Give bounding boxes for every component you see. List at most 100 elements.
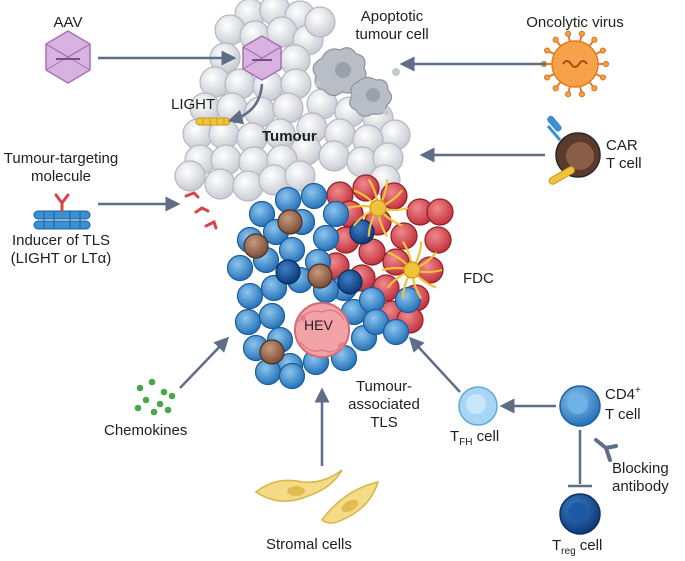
apoptotic-line-2: tumour cell <box>355 26 429 43</box>
red-cell <box>390 222 418 250</box>
virus-spike-tip <box>565 91 572 98</box>
tls-inducer-label: Inducer of TLS (LIGHT or LTα) <box>0 232 122 268</box>
treg-subscript: reg <box>561 546 576 557</box>
chemokine-dot <box>168 392 176 400</box>
receptor-on-tumour-graphic <box>184 191 218 230</box>
tls-line-2: associated <box>348 396 420 413</box>
tls-line-1: Tumour- <box>355 378 413 395</box>
tumour-cell <box>318 140 350 172</box>
arrow-aav-to-light <box>227 83 264 125</box>
treg-main: T <box>552 537 562 554</box>
tumour-associated-tls-label: Tumour- associated TLS <box>336 378 432 432</box>
red-cell <box>352 174 380 202</box>
tumour-cell <box>272 92 304 124</box>
virus-spike-tip <box>591 85 598 92</box>
chemokine-dots-graphic <box>134 378 176 416</box>
oncolytic-virus-graphic <box>540 30 610 98</box>
chemokine-dot <box>160 388 168 396</box>
b-cell <box>382 318 410 346</box>
blocking-antibody-label: Blocking antibody <box>612 460 669 496</box>
b-cell <box>394 286 422 314</box>
fdc-label: FDC <box>463 270 494 287</box>
chemokine-dot <box>150 408 158 416</box>
blocking-line-1: Blocking <box>612 460 669 477</box>
blocking-antibody-graphic <box>594 438 618 462</box>
tumour-cell-mass <box>174 0 411 202</box>
tumour-cell <box>304 6 336 38</box>
b-cell <box>278 236 306 264</box>
light-label: LIGHT <box>171 96 216 113</box>
apoptotic-line-1: Apoptotic <box>360 8 424 25</box>
arrow-chemokines-to-tls <box>179 336 230 389</box>
aav-label: AAV <box>53 14 83 31</box>
fdc-body <box>369 199 387 217</box>
b-cell <box>248 200 276 228</box>
car-t-cell-graphic <box>546 115 601 185</box>
b-cell <box>322 200 350 228</box>
tfh-cell-label: TFH cell <box>450 428 499 448</box>
stromal-cells-label: Stromal cells <box>266 536 352 553</box>
virus-spike-tip <box>565 30 572 37</box>
targeting-line-1: Tumour-targeting <box>3 150 119 167</box>
treg-rest: cell <box>575 537 603 554</box>
tls-cell-cluster <box>226 174 454 390</box>
tumour-cell <box>232 170 264 202</box>
b-cell <box>358 286 386 314</box>
inducer-line-1: Inducer of TLS <box>11 232 111 249</box>
tfh-subscript: FH <box>459 437 473 448</box>
tfh-main: T <box>450 428 460 445</box>
blocking-line-2: antibody <box>612 478 669 495</box>
tls-line-3: TLS <box>370 414 398 431</box>
b-cell <box>300 182 328 210</box>
inducer-line-2: (LIGHT or LTα) <box>10 250 112 267</box>
b-cell <box>258 302 286 330</box>
chemokine-dot <box>164 406 172 414</box>
tumour-cell <box>174 160 206 192</box>
aav-capsid-in-tumour-graphic <box>242 35 282 81</box>
macrophage-cell <box>307 263 333 289</box>
tumour-label: Tumour <box>262 128 317 145</box>
dark-t-cell <box>349 219 375 245</box>
chemokines-label: Chemokines <box>104 422 188 439</box>
cd4-line-2: T cell <box>605 406 641 423</box>
hev-label: HEV <box>304 317 333 333</box>
apoptotic-tumour-cell-graphic <box>312 47 400 117</box>
chemokine-dot <box>148 378 156 386</box>
tfh-rest: cell <box>472 428 500 445</box>
fdc-cell-graphic <box>347 178 443 300</box>
cd4-superscript: + <box>635 385 641 396</box>
arrow-tfh-to-tls <box>408 336 461 393</box>
car-t-cell-label: CAR T cell <box>606 137 642 173</box>
tumour-cell <box>284 160 316 192</box>
cd4-main: CD4 <box>605 386 636 403</box>
hev-graphic <box>294 302 350 358</box>
apoptotic-tumour-cell-label: Apoptotic tumour cell <box>332 8 452 44</box>
b-cell <box>278 362 306 390</box>
dark-t-cell <box>275 259 301 285</box>
virus-spike-tip <box>602 60 610 68</box>
b-cell <box>274 186 302 214</box>
tumour-cell <box>204 168 236 200</box>
dark-t-cell <box>337 269 363 295</box>
red-cell <box>426 198 454 226</box>
b-cell <box>234 308 262 336</box>
virus-spike-tip <box>578 91 585 98</box>
targeting-line-2: molecule <box>30 168 92 185</box>
treg-cell-label: Treg cell <box>552 537 602 557</box>
virus-spike-tip <box>599 74 607 81</box>
targeting-molecule-graphic <box>33 193 91 230</box>
fdc-body <box>403 261 421 279</box>
stromal-cells-graphic <box>254 469 380 524</box>
b-cell <box>226 254 254 282</box>
chemokine-dot <box>136 384 144 392</box>
virus-spike-tip <box>578 30 585 37</box>
tfh-cell-graphic <box>458 386 498 426</box>
chemokine-dot <box>156 400 164 408</box>
b-cell <box>236 282 264 310</box>
oncolytic-virus-label: Oncolytic virus <box>526 14 624 31</box>
b-cell <box>312 224 340 252</box>
targeting-molecule-label: Tumour-targeting molecule <box>0 150 122 186</box>
macrophage-cell <box>243 233 269 259</box>
cd4-t-cell-graphic <box>559 385 601 427</box>
